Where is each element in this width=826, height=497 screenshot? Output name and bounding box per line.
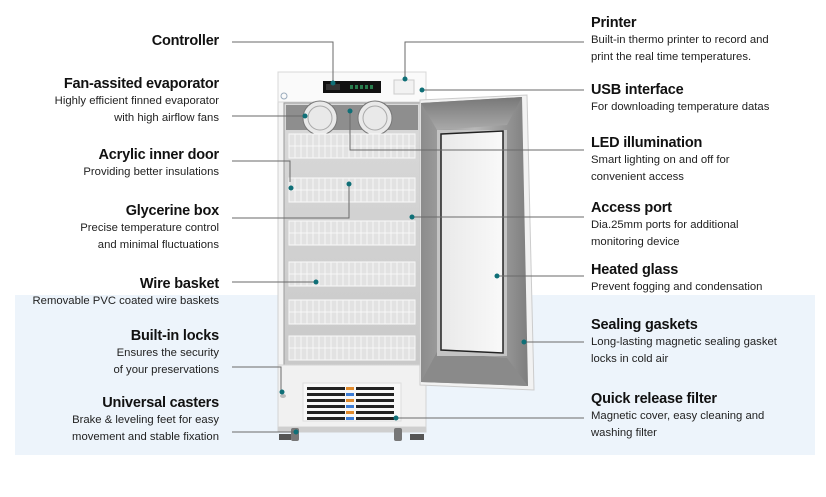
- feature-universal-casters: Universal casters Brake & leveling feet …: [72, 394, 219, 445]
- feature-desc: and minimal fluctuations: [97, 238, 219, 251]
- printer-slot: [393, 79, 415, 95]
- vent-slat: [356, 399, 394, 402]
- filter-indicator: [346, 387, 354, 390]
- feature-desc: monitoring device: [591, 235, 680, 248]
- feature-acrylic-inner-door: Acrylic inner door Providing better insu…: [83, 146, 219, 181]
- feature-desc: washing filter: [591, 426, 657, 439]
- feature-title: USB interface: [591, 82, 684, 98]
- feature-desc: Ensures the security: [116, 347, 219, 359]
- feature-title: Acrylic inner door: [98, 147, 220, 163]
- feature-desc: Providing better insulations: [83, 166, 219, 178]
- vent-slat: [307, 405, 345, 408]
- feature-sealing-gaskets: Sealing gaskets Long-lasting magnetic se…: [591, 316, 777, 367]
- feature-built-in-locks: Built-in locks Ensures the security of y…: [114, 327, 220, 378]
- callout-lines-left: [232, 41, 352, 435]
- feature-led-illumination: LED illumination Smart lighting on and o…: [591, 134, 730, 185]
- feature-desc: Brake & leveling feet for easy: [72, 414, 219, 426]
- feature-title: Built-in locks: [130, 328, 219, 344]
- feature-controller: Controller: [152, 32, 219, 50]
- feature-usb-interface: USB interface For downloading temperatur…: [591, 81, 769, 116]
- feature-desc: Magnetic cover, easy cleaning and: [591, 410, 765, 422]
- vent-slat: [307, 399, 345, 402]
- feature-title: Printer: [591, 15, 637, 31]
- feature-printer: Printer Built-in thermo printer to recor…: [591, 14, 769, 65]
- vent-slat: [356, 393, 394, 396]
- feature-desc: Prevent fogging and condensation: [591, 281, 763, 293]
- filter-indicator: [346, 399, 354, 402]
- feature-desc: Smart lighting on and off for: [591, 154, 730, 166]
- filter-indicator: [346, 405, 354, 408]
- feature-desc: Removable PVC coated wire baskets: [32, 295, 220, 307]
- feature-desc: with high airflow fans: [114, 111, 219, 124]
- feature-desc: Precise temperature control: [80, 222, 219, 234]
- vent-slat: [356, 417, 394, 420]
- feature-desc: print the real time temperatures.: [591, 50, 752, 63]
- feature-desc: locks in cold air: [591, 352, 669, 365]
- feature-title: Wire basket: [139, 276, 219, 292]
- feature-title: LED illumination: [591, 135, 703, 151]
- feature-title: Universal casters: [102, 395, 219, 411]
- feature-wire-basket: Wire basket Removable PVC coated wire ba…: [33, 275, 220, 310]
- feature-desc: movement and stable fixation: [72, 430, 219, 443]
- cabinet: [277, 71, 427, 441]
- feature-heated-glass: Heated glass Prevent fogging and condens…: [591, 261, 762, 296]
- vent-slat: [356, 411, 394, 414]
- filter-indicator: [346, 393, 354, 396]
- feature-quick-release-filter: Quick release filter Magnetic cover, eas…: [591, 390, 764, 441]
- feature-title: Access port: [591, 200, 672, 216]
- feature-glycerine-box: Glycerine box Precise temperature contro…: [80, 202, 219, 253]
- filter-indicator: [346, 411, 354, 414]
- feature-title: Quick release filter: [591, 391, 717, 407]
- vent-slat: [307, 411, 345, 414]
- callout-lines-right: [347, 41, 584, 421]
- feature-desc: Highly efficient finned evaporator: [54, 95, 219, 107]
- caster-right: [394, 428, 402, 441]
- feature-desc: Dia.25mm ports for additional: [591, 219, 739, 231]
- feature-title: Heated glass: [591, 262, 679, 278]
- feature-desc: convenient access: [591, 170, 684, 183]
- feature-title: Controller: [151, 33, 219, 49]
- feature-desc: For downloading temperature datas: [591, 101, 770, 113]
- feature-desc: Long-lasting magnetic sealing gasket: [591, 336, 777, 348]
- feature-title: Sealing gaskets: [591, 317, 698, 333]
- vent-slat: [356, 405, 394, 408]
- feature-desc: Built-in thermo printer to record and: [591, 34, 769, 46]
- feature-desc: of your preservations: [113, 363, 220, 376]
- feature-access-port: Access port Dia.25mm ports for additiona…: [591, 199, 739, 250]
- feature-fan-evaporator: Fan-assited evaporator Highly efficient …: [54, 75, 220, 126]
- vent-slat: [307, 393, 345, 396]
- feature-title: Fan-assited evaporator: [63, 76, 219, 92]
- vent-slat: [307, 387, 345, 390]
- feature-title: Glycerine box: [125, 203, 220, 219]
- filter-indicator: [346, 417, 354, 420]
- vent-slat: [307, 417, 345, 420]
- vent-slat: [356, 387, 394, 390]
- glass-door: [419, 94, 535, 391]
